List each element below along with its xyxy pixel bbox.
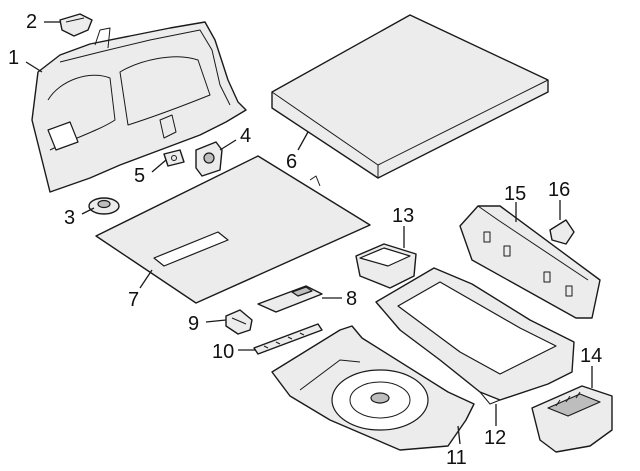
leader-lines [25, 21, 593, 445]
callout-12: 12 [484, 427, 506, 449]
part-2-clip [59, 13, 93, 37]
leader-9 [205, 319, 227, 323]
part-9-clip-block [225, 309, 253, 335]
callout-10: 10 [212, 341, 234, 363]
callout-8: 8 [346, 288, 357, 310]
leader-5 [151, 159, 167, 173]
callout-4: 4 [240, 125, 251, 147]
part-6-package-tray [271, 14, 549, 179]
part-14-side-storage-bin [531, 385, 613, 453]
callout-labels: 1 2 3 4 5 6 7 8 9 10 11 12 13 14 15 16 [8, 11, 602, 469]
leader-6 [297, 131, 309, 151]
part-10-sill-strip [253, 323, 323, 355]
part-5-small-plate [163, 149, 185, 167]
callout-6: 6 [286, 151, 297, 173]
leader-11 [457, 425, 461, 445]
callout-7: 7 [128, 289, 139, 311]
part-7-floor-mat [95, 155, 371, 304]
leader-3 [81, 207, 95, 215]
part-16-cover-cap [549, 219, 575, 245]
part-13-storage-box [355, 243, 417, 289]
part-15-rear-sill-trim [459, 205, 601, 319]
callout-9: 9 [188, 313, 199, 335]
part-3-grommet [88, 197, 120, 215]
part-1-side-trim-panel [31, 21, 247, 193]
callout-13: 13 [392, 205, 414, 227]
part-4-cover-bracket [195, 141, 223, 177]
leader-4 [219, 139, 237, 151]
callout-3: 3 [64, 207, 75, 229]
callout-16: 16 [548, 179, 570, 201]
callout-11: 11 [446, 447, 467, 469]
part-12-trunk-floor-well [375, 267, 575, 405]
callout-5: 5 [134, 165, 145, 187]
leader-1 [25, 61, 43, 73]
leader-7 [139, 269, 153, 289]
part-8-tray-liner [257, 285, 323, 313]
callout-2: 2 [26, 11, 37, 33]
callout-15: 15 [504, 183, 526, 205]
callout-1: 1 [8, 47, 19, 69]
part-11-spare-tire-tub [271, 325, 475, 451]
callout-14: 14 [580, 345, 602, 367]
